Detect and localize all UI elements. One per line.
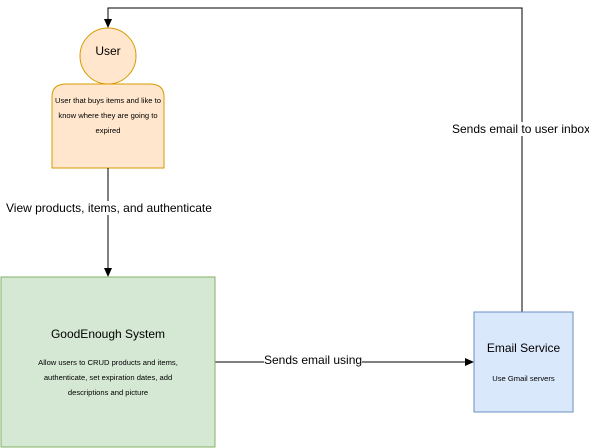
email-service-title: Email Service	[486, 341, 561, 355]
edge-label-system-to-email: Sends email using	[264, 353, 363, 367]
edge-email-to-user	[104, 7, 523, 312]
user-actor-shape[interactable]	[51, 27, 165, 169]
user-description: User that buys items and like to know wh…	[55, 96, 161, 135]
system-title: GoodEnough System	[50, 327, 166, 341]
goodenough-system-box[interactable]	[0, 276, 216, 448]
edge-label-user-to-system: View products, items, and authenticate	[6, 201, 212, 215]
edge-label-email-to-user: Sends email to user inbox	[452, 122, 589, 136]
user-title: User	[95, 44, 121, 58]
system-description: Allow users to CRUD products and items, …	[38, 358, 178, 397]
email-service-box[interactable]	[473, 311, 574, 413]
email-service-description: Use Gmail servers	[492, 374, 555, 383]
